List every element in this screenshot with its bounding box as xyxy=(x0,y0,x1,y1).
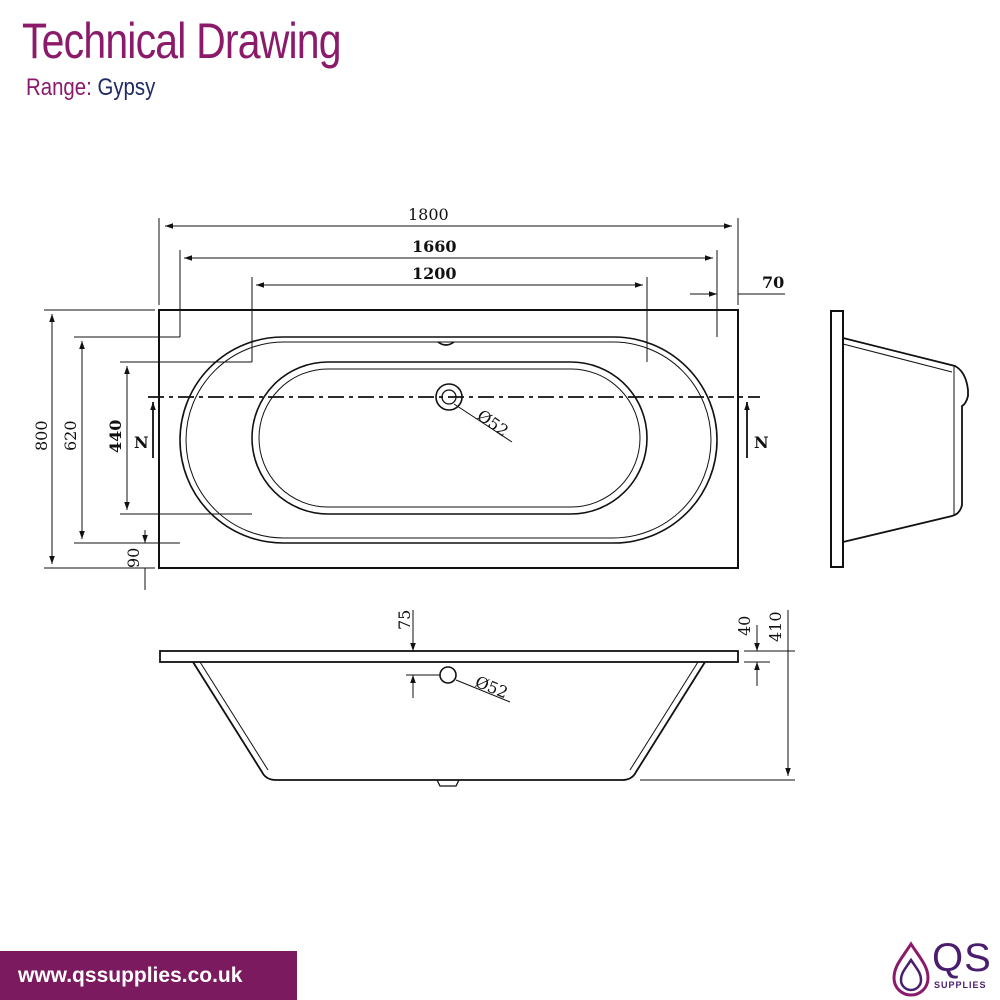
plan-view xyxy=(148,309,760,569)
dim-1800: 1800 xyxy=(408,205,449,224)
dim-40: 40 xyxy=(735,616,754,636)
side-body xyxy=(842,337,969,543)
dim-800: 800 xyxy=(32,420,51,451)
dim-1200: 1200 xyxy=(412,264,457,283)
plan-overflow xyxy=(437,341,455,346)
dim-1660: 1660 xyxy=(412,237,457,256)
logo-subtext: SUPPLIES xyxy=(934,980,987,990)
dim-620: 620 xyxy=(61,420,80,451)
section-arrows xyxy=(150,402,750,458)
range-label: Range: xyxy=(26,74,92,101)
elevation-waste xyxy=(439,666,457,684)
dim-elevation-diameter: Ø52 xyxy=(473,672,511,702)
plan-waste-inner xyxy=(441,389,457,405)
elevation-dimension-lines xyxy=(406,610,795,781)
dim-plan-diameter: Ø52 xyxy=(474,406,512,441)
elevation-waste-outlet xyxy=(436,779,460,787)
qs-supplies-logo: QS SUPPLIES xyxy=(890,936,996,998)
side-rim xyxy=(830,310,844,568)
plan-waste-outer xyxy=(435,383,463,411)
dim-440: 440 xyxy=(106,420,125,453)
logo-text: QS xyxy=(932,936,992,980)
elevation-body xyxy=(192,661,706,781)
website-url-banner[interactable]: www.qssupplies.co.uk xyxy=(0,951,297,1000)
dim-70: 70 xyxy=(762,273,784,292)
elevation-view xyxy=(159,650,739,787)
dim-410: 410 xyxy=(766,611,785,642)
section-marker-left: N xyxy=(134,433,149,452)
elevation-rim xyxy=(159,650,739,663)
plan-outer-rim xyxy=(158,309,739,569)
droplet-icon xyxy=(892,941,930,997)
plan-bowl-outer xyxy=(179,336,718,544)
side-view xyxy=(830,310,969,568)
range-line: Range: Gypsy xyxy=(26,74,155,102)
range-value: Gypsy xyxy=(97,74,156,101)
plan-bowl-inner xyxy=(185,341,712,539)
plan-base-inner xyxy=(258,368,641,508)
dim-75: 75 xyxy=(395,610,414,630)
dim-90: 90 xyxy=(124,548,143,568)
plan-base-outer xyxy=(251,361,648,515)
page-title: Technical Drawing xyxy=(22,13,342,69)
section-marker-right: N xyxy=(754,433,769,452)
plan-dimension-lines xyxy=(44,218,785,590)
